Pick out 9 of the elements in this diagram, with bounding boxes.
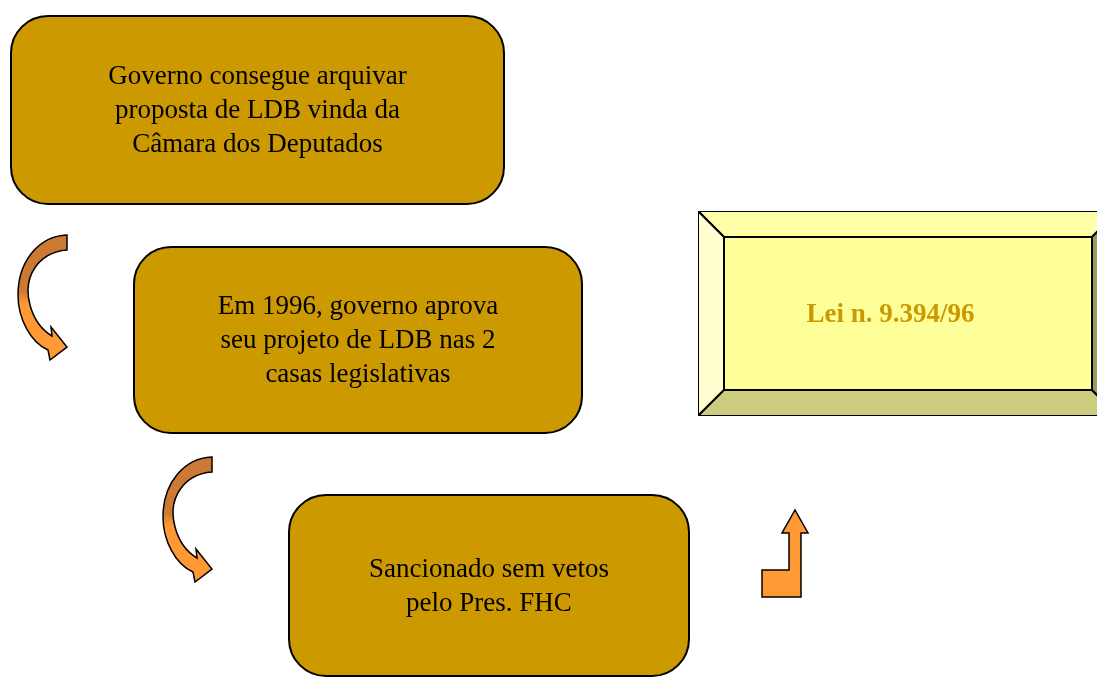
process-box — [133, 246, 583, 434]
box-text: Em 1996, governo aprova seu projeto de LDB nas 2 casas legislativas — [216, 289, 500, 390]
box-text: Lei n. 9.394/96 — [805, 298, 976, 329]
process-box — [288, 494, 690, 677]
process-box — [10, 15, 505, 205]
box-text: Sancionado sem vetos pelo Pres. FHC — [368, 551, 610, 619]
box-text: Governo consegue arquivar proposta de LDB vinda da Câmara dos Deputados — [107, 59, 408, 160]
block-arrow — [162, 456, 213, 583]
block-arrow — [17, 234, 68, 361]
